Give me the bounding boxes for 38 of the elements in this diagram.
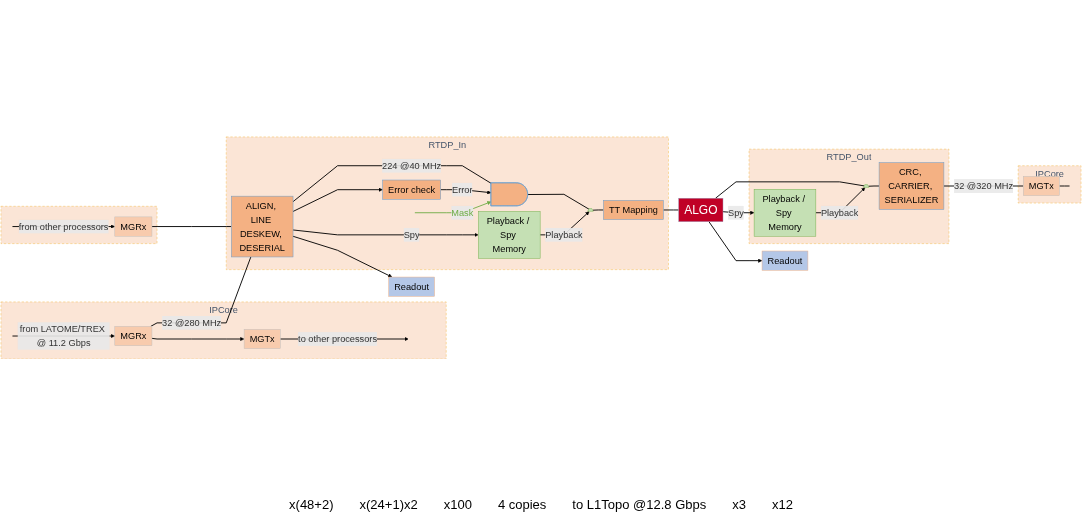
note-label: x(48+2) [288,496,335,514]
node-trapezoid [587,207,594,212]
edge-label: Spy [403,229,420,240]
node-box: ALGO [678,197,724,222]
connector [151,225,232,227]
edge-label: Playback [820,207,859,218]
cluster [0,205,158,244]
note-label: x12 [770,496,794,514]
node-box: CRC, CARRIER, SERIALIZER [878,161,945,210]
node-box: Readout [388,276,435,297]
node-box: MGTx [243,328,281,349]
edge-label: Playback [545,229,583,240]
note-label: x100 [442,496,473,514]
node-box: Playback / Spy Memory [753,188,817,236]
node-box: MGRx [114,216,153,236]
node-box: Playback / Spy Memory [478,210,541,259]
connector [715,180,865,199]
connector [527,193,590,210]
edge-label: Spy [728,207,744,218]
edge-label: Mask [451,207,474,218]
edge-label: Error [452,184,473,195]
note-label: x3 [731,496,747,514]
node-box: ALIGN, LINE DESKEW, DESERIAL [231,195,294,257]
node-box: MGTx [1023,175,1060,196]
edge-label: 224 @40 MHz [382,160,442,171]
node-trapezoid [863,183,870,188]
edge-label: 32 @320 MHz [954,180,1014,191]
note-label: to L1Topo @12.8 Gbps [571,496,708,514]
edge-label: from other processors [18,220,109,232]
node-box: MGRx [114,325,153,346]
edge-label: from LATOME/TREX @ 11.2 Gbps [19,323,105,348]
edge-label: to other processors [298,333,378,344]
edge-label: 32 @280 MHz [162,317,222,328]
note-label: 4 copies [496,496,548,514]
node-box: TT Mapping [603,199,664,220]
note-label: x(24+1)x2 [358,496,419,514]
node-box: Error check [382,179,441,200]
node-box: Readout [761,250,809,271]
